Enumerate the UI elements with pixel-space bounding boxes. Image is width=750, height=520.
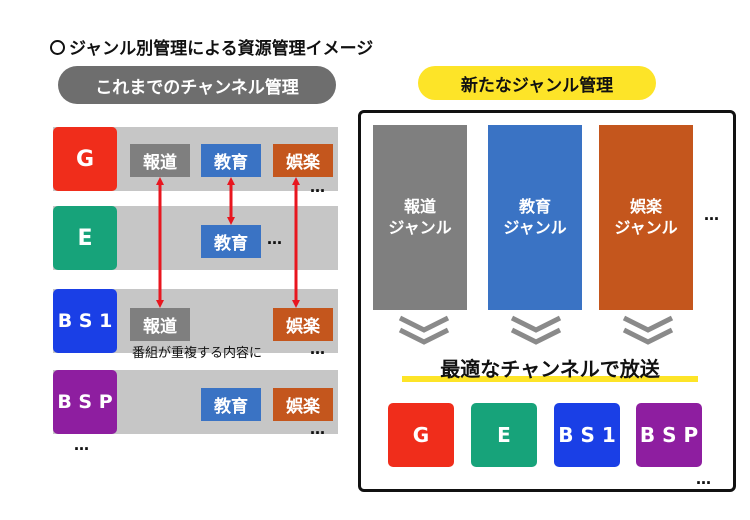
more-dots-bsp: … bbox=[310, 420, 328, 438]
genre-education-e: 教育 bbox=[201, 225, 261, 258]
genre-entertainment-g: 娯楽 bbox=[273, 144, 333, 177]
channel-tile-g-right: G bbox=[388, 403, 454, 467]
left-heading: これまでのチャンネル管理 bbox=[58, 66, 336, 104]
chevron-down-icon bbox=[510, 315, 562, 345]
more-dots-right-channels: … bbox=[696, 470, 714, 488]
page-title-text: ジャンル別管理による資源管理イメージ bbox=[69, 39, 374, 59]
right-heading: 新たなジャンル管理 bbox=[418, 66, 656, 100]
more-dots-columns: … bbox=[704, 206, 722, 224]
channel-tile-e: E bbox=[53, 206, 117, 270]
channel-tile-bs1-right: B S 1 bbox=[554, 403, 620, 467]
overlap-note: 番組が重複する内容に bbox=[132, 346, 263, 361]
genre-news-bs1: 報道 bbox=[130, 308, 190, 341]
genre-column-entertainment-label: 娯楽 ジャンル bbox=[614, 196, 678, 237]
genre-column-entertainment: 娯楽 ジャンル bbox=[599, 125, 693, 310]
channel-tile-bsp-right: B S P bbox=[636, 403, 702, 467]
genre-education-g: 教育 bbox=[201, 144, 261, 177]
genre-column-news: 報道 ジャンル bbox=[373, 125, 467, 310]
genre-entertainment-bs1: 娯楽 bbox=[273, 308, 333, 341]
channel-tile-e-right: E bbox=[471, 403, 537, 467]
more-dots-channels: … bbox=[74, 436, 92, 454]
circle-icon bbox=[50, 40, 65, 55]
channel-tile-bs1: B S 1 bbox=[53, 289, 117, 353]
page-title: ジャンル別管理による資源管理イメージ bbox=[50, 34, 373, 59]
chevron-down-icon bbox=[398, 315, 450, 345]
genre-entertainment-bsp: 娯楽 bbox=[273, 388, 333, 421]
more-dots-g: … bbox=[310, 178, 328, 196]
genre-news-g: 報道 bbox=[130, 144, 190, 177]
more-dots-e: … bbox=[267, 230, 285, 248]
genre-column-news-label: 報道 ジャンル bbox=[388, 196, 452, 237]
chevron-down-icon bbox=[622, 315, 674, 345]
more-dots-bs1: … bbox=[310, 340, 328, 358]
channel-tile-bsp: B S P bbox=[53, 370, 117, 434]
highlight-underline bbox=[402, 376, 698, 382]
genre-column-education: 教育 ジャンル bbox=[488, 125, 582, 310]
genre-column-education-label: 教育 ジャンル bbox=[503, 196, 567, 237]
channel-tile-g: G bbox=[53, 127, 117, 191]
genre-education-bsp: 教育 bbox=[201, 388, 261, 421]
broadcast-caption: 最適なチャンネルで放送 bbox=[440, 356, 660, 381]
